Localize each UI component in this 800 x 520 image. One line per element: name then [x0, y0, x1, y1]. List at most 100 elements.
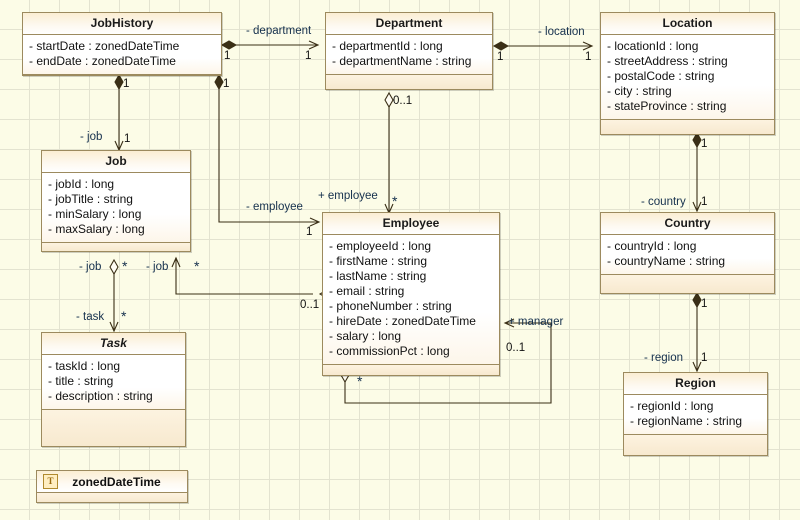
mult-department-location-target: 1 [585, 51, 592, 63]
mult-country-region-target: 1 [701, 352, 708, 364]
mult-employee-job-source: 0..1 [300, 299, 320, 311]
mult-employee-manager-target: 0..1 [506, 342, 526, 354]
mult-employee-manager-source: * [357, 373, 363, 389]
attribute: - jobTitle : string [48, 192, 133, 206]
class-department-operations [326, 75, 492, 89]
attribute: - regionName : string [630, 414, 743, 428]
class-department-name: Department [326, 13, 492, 35]
attribute: - countryId : long [607, 239, 697, 253]
edge-jobhistory-employee [218, 82, 321, 227]
attribute: - regionId : long [630, 399, 714, 413]
class-country[interactable]: Country - countryId : long - countryName… [600, 212, 775, 294]
attribute: - departmentName : string [332, 54, 472, 68]
attribute: - minSalary : long [48, 207, 142, 221]
class-job[interactable]: Job - jobId : long - jobTitle : string -… [41, 150, 191, 252]
class-job-operations [42, 243, 190, 251]
class-employee-attributes: - employeeId : long - firstName : string… [323, 235, 499, 365]
class-location-attributes: - locationId : long - streetAddress : st… [601, 35, 774, 120]
composite-diamond-department-location [492, 41, 510, 51]
class-task-name: Task [42, 333, 185, 355]
edge-label-department: - department [246, 25, 312, 37]
mult-department-employee-source: 0..1 [393, 95, 413, 107]
class-jobhistory-name: JobHistory [23, 13, 221, 35]
class-employee-name: Employee [323, 213, 499, 235]
composite-diamond-jobhistory-employee [214, 73, 224, 91]
attribute: - streetAddress : string [607, 54, 728, 68]
attribute: - city : string [607, 84, 672, 98]
aggregate-diamond-job-task [109, 258, 119, 276]
attribute: - countryName : string [607, 254, 726, 268]
class-employee-operations [323, 365, 499, 375]
class-job-attributes: - jobId : long - jobTitle : string - min… [42, 173, 190, 243]
attribute: - postalCode : string [607, 69, 715, 83]
class-department[interactable]: Department - departmentId : long - depar… [325, 12, 493, 90]
attribute: - firstName : string [329, 254, 428, 268]
type-zoneddatetime-body [37, 493, 187, 502]
composite-diamond-jobhistory-department [220, 40, 238, 50]
class-task-operations [42, 410, 185, 446]
attribute: - email : string [329, 284, 405, 298]
mult-department-location-source: 1 [497, 51, 504, 63]
attribute: - departmentId : long [332, 39, 443, 53]
class-location-name: Location [601, 13, 774, 35]
edge-employee-job [171, 256, 313, 295]
attribute: - locationId : long [607, 39, 699, 53]
edge-label-employee-negative: - employee [246, 201, 303, 213]
edge-label-employee-positive: + employee [318, 190, 378, 202]
class-region-attributes: - regionId : long - regionName : string [624, 395, 767, 435]
class-country-name: Country [601, 213, 774, 235]
class-department-attributes: - departmentId : long - departmentName :… [326, 35, 492, 75]
class-jobhistory[interactable]: JobHistory - startDate : zonedDateTime -… [22, 12, 222, 76]
attribute: - startDate : zonedDateTime [29, 39, 180, 53]
type-badge-icon: T [43, 474, 58, 489]
edge-label-manager: + manager [508, 316, 564, 328]
attribute: - maxSalary : long [48, 222, 145, 236]
class-country-operations [601, 275, 774, 293]
class-region[interactable]: Region - regionId : long - regionName : … [623, 372, 768, 456]
edge-label-job-jobhistory: - job [80, 131, 103, 143]
mult-job-task-target: * [121, 308, 127, 324]
edge-label-region: - region [644, 352, 683, 364]
mult-jobhistory-department-source: 1 [224, 50, 231, 62]
attribute: - employeeId : long [329, 239, 432, 253]
mult-location-country-target: 1 [701, 196, 708, 208]
attribute: - jobId : long [48, 177, 115, 191]
mult-jobhistory-job-source: 1 [123, 78, 130, 90]
edge-label-country: - country [641, 196, 686, 208]
class-location[interactable]: Location - locationId : long - streetAdd… [600, 12, 775, 135]
class-job-name: Job [42, 151, 190, 173]
edge-employee-manager [344, 318, 552, 404]
mult-jobhistory-employee-target: 1 [306, 226, 313, 238]
type-zoneddatetime-name: zonedDateTime [72, 474, 161, 489]
attribute: - description : string [48, 389, 153, 403]
mult-location-country-source: 1 [701, 138, 708, 150]
class-location-operations [601, 120, 774, 134]
class-task[interactable]: Task - taskId : long - title : string - … [41, 332, 186, 447]
mult-job-task-source: * [122, 258, 128, 274]
type-zoneddatetime[interactable]: T zonedDateTime [36, 470, 188, 503]
composite-diamond-location-country [692, 131, 702, 149]
composite-diamond-jobhistory-job [114, 73, 124, 91]
type-zoneddatetime-header: T zonedDateTime [37, 471, 187, 493]
attribute: - taskId : long [48, 359, 121, 373]
class-country-attributes: - countryId : long - countryName : strin… [601, 235, 774, 275]
attribute: - endDate : zonedDateTime [29, 54, 176, 68]
class-region-name: Region [624, 373, 767, 395]
attribute: - hireDate : zonedDateTime [329, 314, 476, 328]
class-employee[interactable]: Employee - employeeId : long - firstName… [322, 212, 500, 376]
class-task-attributes: - taskId : long - title : string - descr… [42, 355, 185, 410]
aggregate-diamond-department-employee [384, 91, 394, 109]
mult-jobhistory-employee-source: 1 [223, 78, 230, 90]
mult-country-region-source: 1 [701, 298, 708, 310]
mult-employee-job-target: * [194, 258, 200, 274]
edge-label-task: - task [76, 311, 105, 323]
class-jobhistory-attributes: - startDate : zonedDateTime - endDate : … [23, 35, 221, 75]
attribute: - title : string [48, 374, 114, 388]
mult-jobhistory-job-target: 1 [124, 133, 131, 145]
attribute: - salary : long [329, 329, 402, 343]
edge-label-location: - location [538, 26, 585, 38]
attribute: - lastName : string [329, 269, 427, 283]
attribute: - stateProvince : string [607, 99, 727, 113]
edge-label-job-employee: - job [146, 261, 169, 273]
